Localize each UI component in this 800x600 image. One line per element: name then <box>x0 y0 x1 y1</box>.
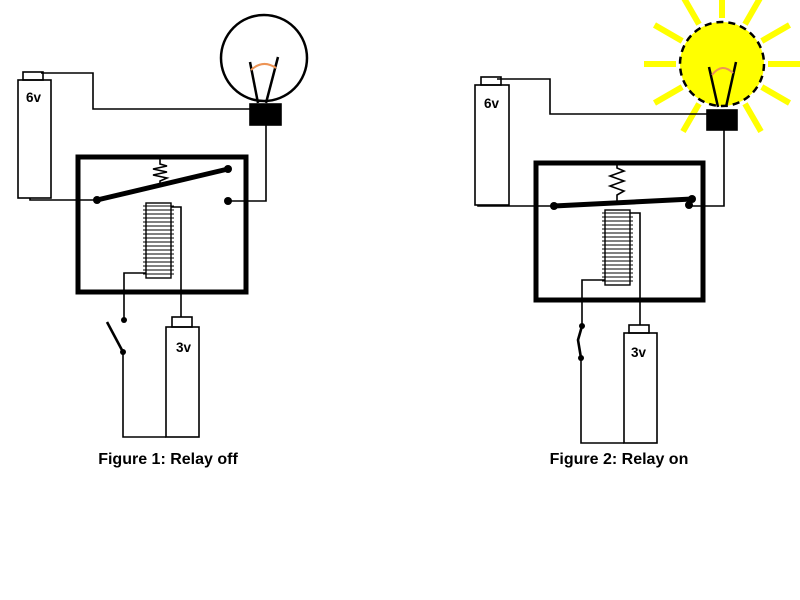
battery-3v-terminal <box>171 316 193 328</box>
wire-coil-to-battery3v <box>630 212 641 325</box>
relay-armature <box>553 196 693 209</box>
battery-6v: 6v <box>474 76 510 206</box>
switch-lever <box>105 321 125 353</box>
armature-moving-contact <box>224 165 232 173</box>
battery-3v-label: 3v <box>176 340 192 355</box>
relay-spring <box>607 163 627 203</box>
battery-3v: 3v <box>165 316 200 438</box>
battery-3v-terminal <box>628 324 650 334</box>
switch-open <box>105 317 127 355</box>
bulb-globe <box>219 13 309 103</box>
rays <box>644 0 800 134</box>
wire-coil-to-battery3v <box>171 206 182 317</box>
wire-switch-to-battery3v <box>122 352 166 438</box>
armature-pivot-contact <box>93 196 101 204</box>
bulb-rays <box>644 0 800 134</box>
switch-top-contact <box>121 317 127 323</box>
wire-coil-to-switch <box>581 279 605 326</box>
battery-6v-body <box>474 84 510 206</box>
figure-1: 6v <box>17 13 309 468</box>
battery-6v-label: 6v <box>26 90 42 105</box>
battery-6v-label: 6v <box>484 96 500 111</box>
switch-lever <box>576 325 584 359</box>
coil-bobbin <box>604 209 631 286</box>
switch-closed <box>576 323 585 361</box>
battery-6v-body <box>17 79 52 199</box>
battery-3v-body <box>623 332 658 444</box>
coil-windings <box>602 212 633 282</box>
bulb-filament <box>250 63 277 71</box>
bulb-globe <box>678 20 766 108</box>
battery-3v-body <box>165 326 200 438</box>
relay-coil <box>143 202 174 279</box>
figure-1-caption: Figure 1: Relay off <box>98 451 238 468</box>
stationary-contact <box>685 201 693 209</box>
wire-battery-to-pivot <box>29 198 97 201</box>
wire-coil-to-switch <box>123 272 146 320</box>
relay-box <box>75 154 249 295</box>
figure-2: 6v <box>474 0 800 468</box>
wire-battery-to-bulb <box>497 78 707 115</box>
battery-3v-label: 3v <box>631 345 647 360</box>
battery-3v: 3v <box>623 324 658 444</box>
relay-spring <box>152 157 170 186</box>
relay-armature <box>96 166 229 203</box>
battery-6v: 6v <box>17 71 52 199</box>
coil-bobbin <box>145 202 172 279</box>
figure-2-caption: Figure 2: Relay on <box>550 451 689 468</box>
bulb-filament-support-right <box>724 61 738 108</box>
bulb-filament-support-left <box>707 66 720 108</box>
coil-windings <box>143 205 174 275</box>
bulb-filament-support-right <box>264 56 280 104</box>
wire-bulb-to-contact <box>228 125 267 202</box>
bulb-base <box>249 103 282 126</box>
battery-6v-terminal <box>22 71 44 81</box>
wire-bulb-to-contact <box>692 130 725 207</box>
wire-battery-to-bulb <box>41 72 250 110</box>
wire-battery-to-pivot <box>477 205 554 207</box>
wire-switch-to-battery3v <box>580 358 624 444</box>
armature-moving-contact <box>688 195 696 203</box>
stationary-contact <box>224 197 232 205</box>
armature-pivot-contact <box>550 202 558 210</box>
relay-coil <box>602 209 633 286</box>
bulb-filament <box>711 67 734 76</box>
relay-box <box>533 160 706 303</box>
bulb-base <box>706 109 738 131</box>
light-bulb-on <box>678 20 766 131</box>
